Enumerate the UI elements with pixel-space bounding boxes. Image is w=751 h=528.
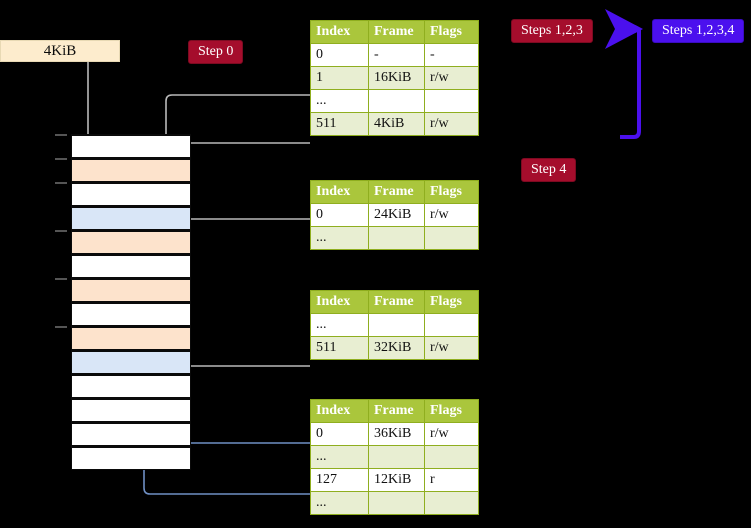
step-4-badge-label: Step 4 [531,162,567,177]
cell-index: ... [310,313,369,337]
steps-bracket-arrow [605,9,643,139]
memory-frame-2 [71,182,191,206]
cell-index: ... [310,445,369,469]
memory-frame-11 [71,398,191,422]
cell-index: ... [310,226,369,250]
column-header-flags: Flags [424,290,479,314]
steps-123-badge: Steps 1,2,3 [511,19,593,44]
cell-frame: 36KiB [368,422,425,446]
memory-tick-1 [55,158,67,160]
table-row: ... [310,491,479,515]
memory-tick-4 [55,230,67,232]
cell-frame: 12KiB [368,468,425,492]
cell-flags: r [424,468,479,492]
memory-frame-5 [71,254,191,278]
size-label-text: 4KiB [43,43,77,59]
cell-index: ... [310,491,369,515]
steps-123-badge-label: Steps 1,2,3 [521,23,583,38]
memory-frame-6 [71,278,191,302]
memory-frame-0 [71,134,191,158]
cell-index: 0 [310,203,369,227]
table-row: ... [310,226,479,250]
cell-index: 511 [310,336,369,360]
physical-memory-column [55,134,191,470]
cell-flags: r/w [424,66,479,90]
cell-index: ... [310,89,369,113]
step-4-badge: Step 4 [521,158,577,183]
cell-frame [368,226,425,250]
cell-flags [424,89,479,113]
cell-flags: - [424,43,479,67]
column-header-index: Index [310,20,369,44]
memory-frame-7 [71,302,191,326]
column-header-flags: Flags [424,180,479,204]
column-header-flags: Flags [424,399,479,423]
connector-l3-row0 [177,218,310,259]
memory-tick-0 [55,134,67,136]
cell-frame [368,313,425,337]
cell-frame: 24KiB [368,203,425,227]
cell-flags: r/w [424,203,479,227]
memory-frame-8 [71,326,191,350]
cell-index: 511 [310,112,369,136]
cell-flags [424,445,479,469]
cell-frame [368,491,425,515]
cell-frame: - [368,43,425,67]
memory-frame-10 [71,374,191,398]
connector-l2-row511 [166,308,310,367]
column-header-index: Index [310,180,369,204]
memory-tick-6 [55,278,67,280]
steps-1234-badge-label: Steps 1,2,3,4 [662,23,735,38]
cell-flags: r/w [424,422,479,446]
column-header-frame: Frame [368,180,425,204]
cell-frame: 32KiB [368,336,425,360]
cell-flags [424,491,479,515]
connector-l4-row511 [171,142,310,210]
cell-index: 0 [310,43,369,67]
memory-frame-4 [71,230,191,254]
cell-frame [368,445,425,469]
column-header-frame: Frame [368,20,425,44]
table-row: ... [310,445,479,469]
column-header-index: Index [310,290,369,314]
memory-frame-3 [71,206,191,230]
column-header-flags: Flags [424,20,479,44]
size-label-4kib: 4KiB [0,40,120,62]
cell-index: 1 [310,66,369,90]
table-row: ... [310,89,479,113]
memory-frame-1 [71,158,191,182]
step-0-badge-label: Step 0 [198,44,234,59]
table-row: ... [310,313,479,337]
memory-tick-8 [55,326,67,328]
column-header-frame: Frame [368,399,425,423]
cell-flags [424,313,479,337]
column-header-index: Index [310,399,369,423]
cell-flags: r/w [424,336,479,360]
cell-index: 0 [310,422,369,446]
cell-frame [368,89,425,113]
cell-flags: r/w [424,112,479,136]
memory-frame-9 [71,350,191,374]
table-row: 0-- [310,43,479,67]
memory-tick-2 [55,182,67,184]
cell-flags [424,226,479,250]
cell-frame: 4KiB [368,112,425,136]
step-0-badge: Step 0 [188,40,244,65]
memory-frame-13 [71,446,191,470]
memory-frame-12 [71,422,191,446]
column-header-frame: Frame [368,290,425,314]
cell-index: 127 [310,468,369,492]
steps-1234-badge: Steps 1,2,3,4 [652,19,745,44]
cell-frame: 16KiB [368,66,425,90]
